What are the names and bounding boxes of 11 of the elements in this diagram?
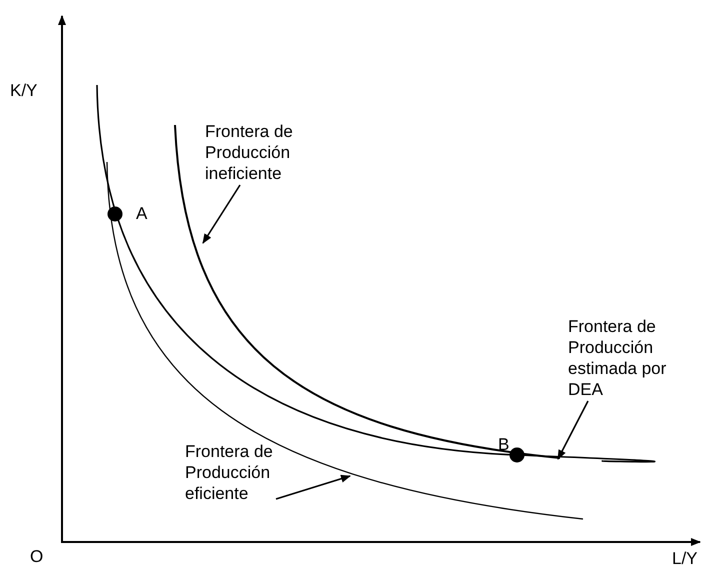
- curve-label: Frontera de Producción ineficiente: [205, 121, 345, 184]
- leader-arrow: [276, 474, 351, 500]
- curve-label: Frontera de Producción eficiente: [185, 441, 277, 504]
- axis-label: K/Y: [10, 80, 38, 101]
- leader-arrow: [202, 184, 241, 244]
- point-label: A: [136, 203, 148, 224]
- origin-label: O: [30, 546, 44, 567]
- curve-label: Frontera de Producción estimada por DEA: [568, 316, 703, 400]
- axis-label: L/Y: [672, 548, 698, 569]
- leader-arrow: [557, 400, 589, 460]
- point-label: B: [498, 434, 510, 455]
